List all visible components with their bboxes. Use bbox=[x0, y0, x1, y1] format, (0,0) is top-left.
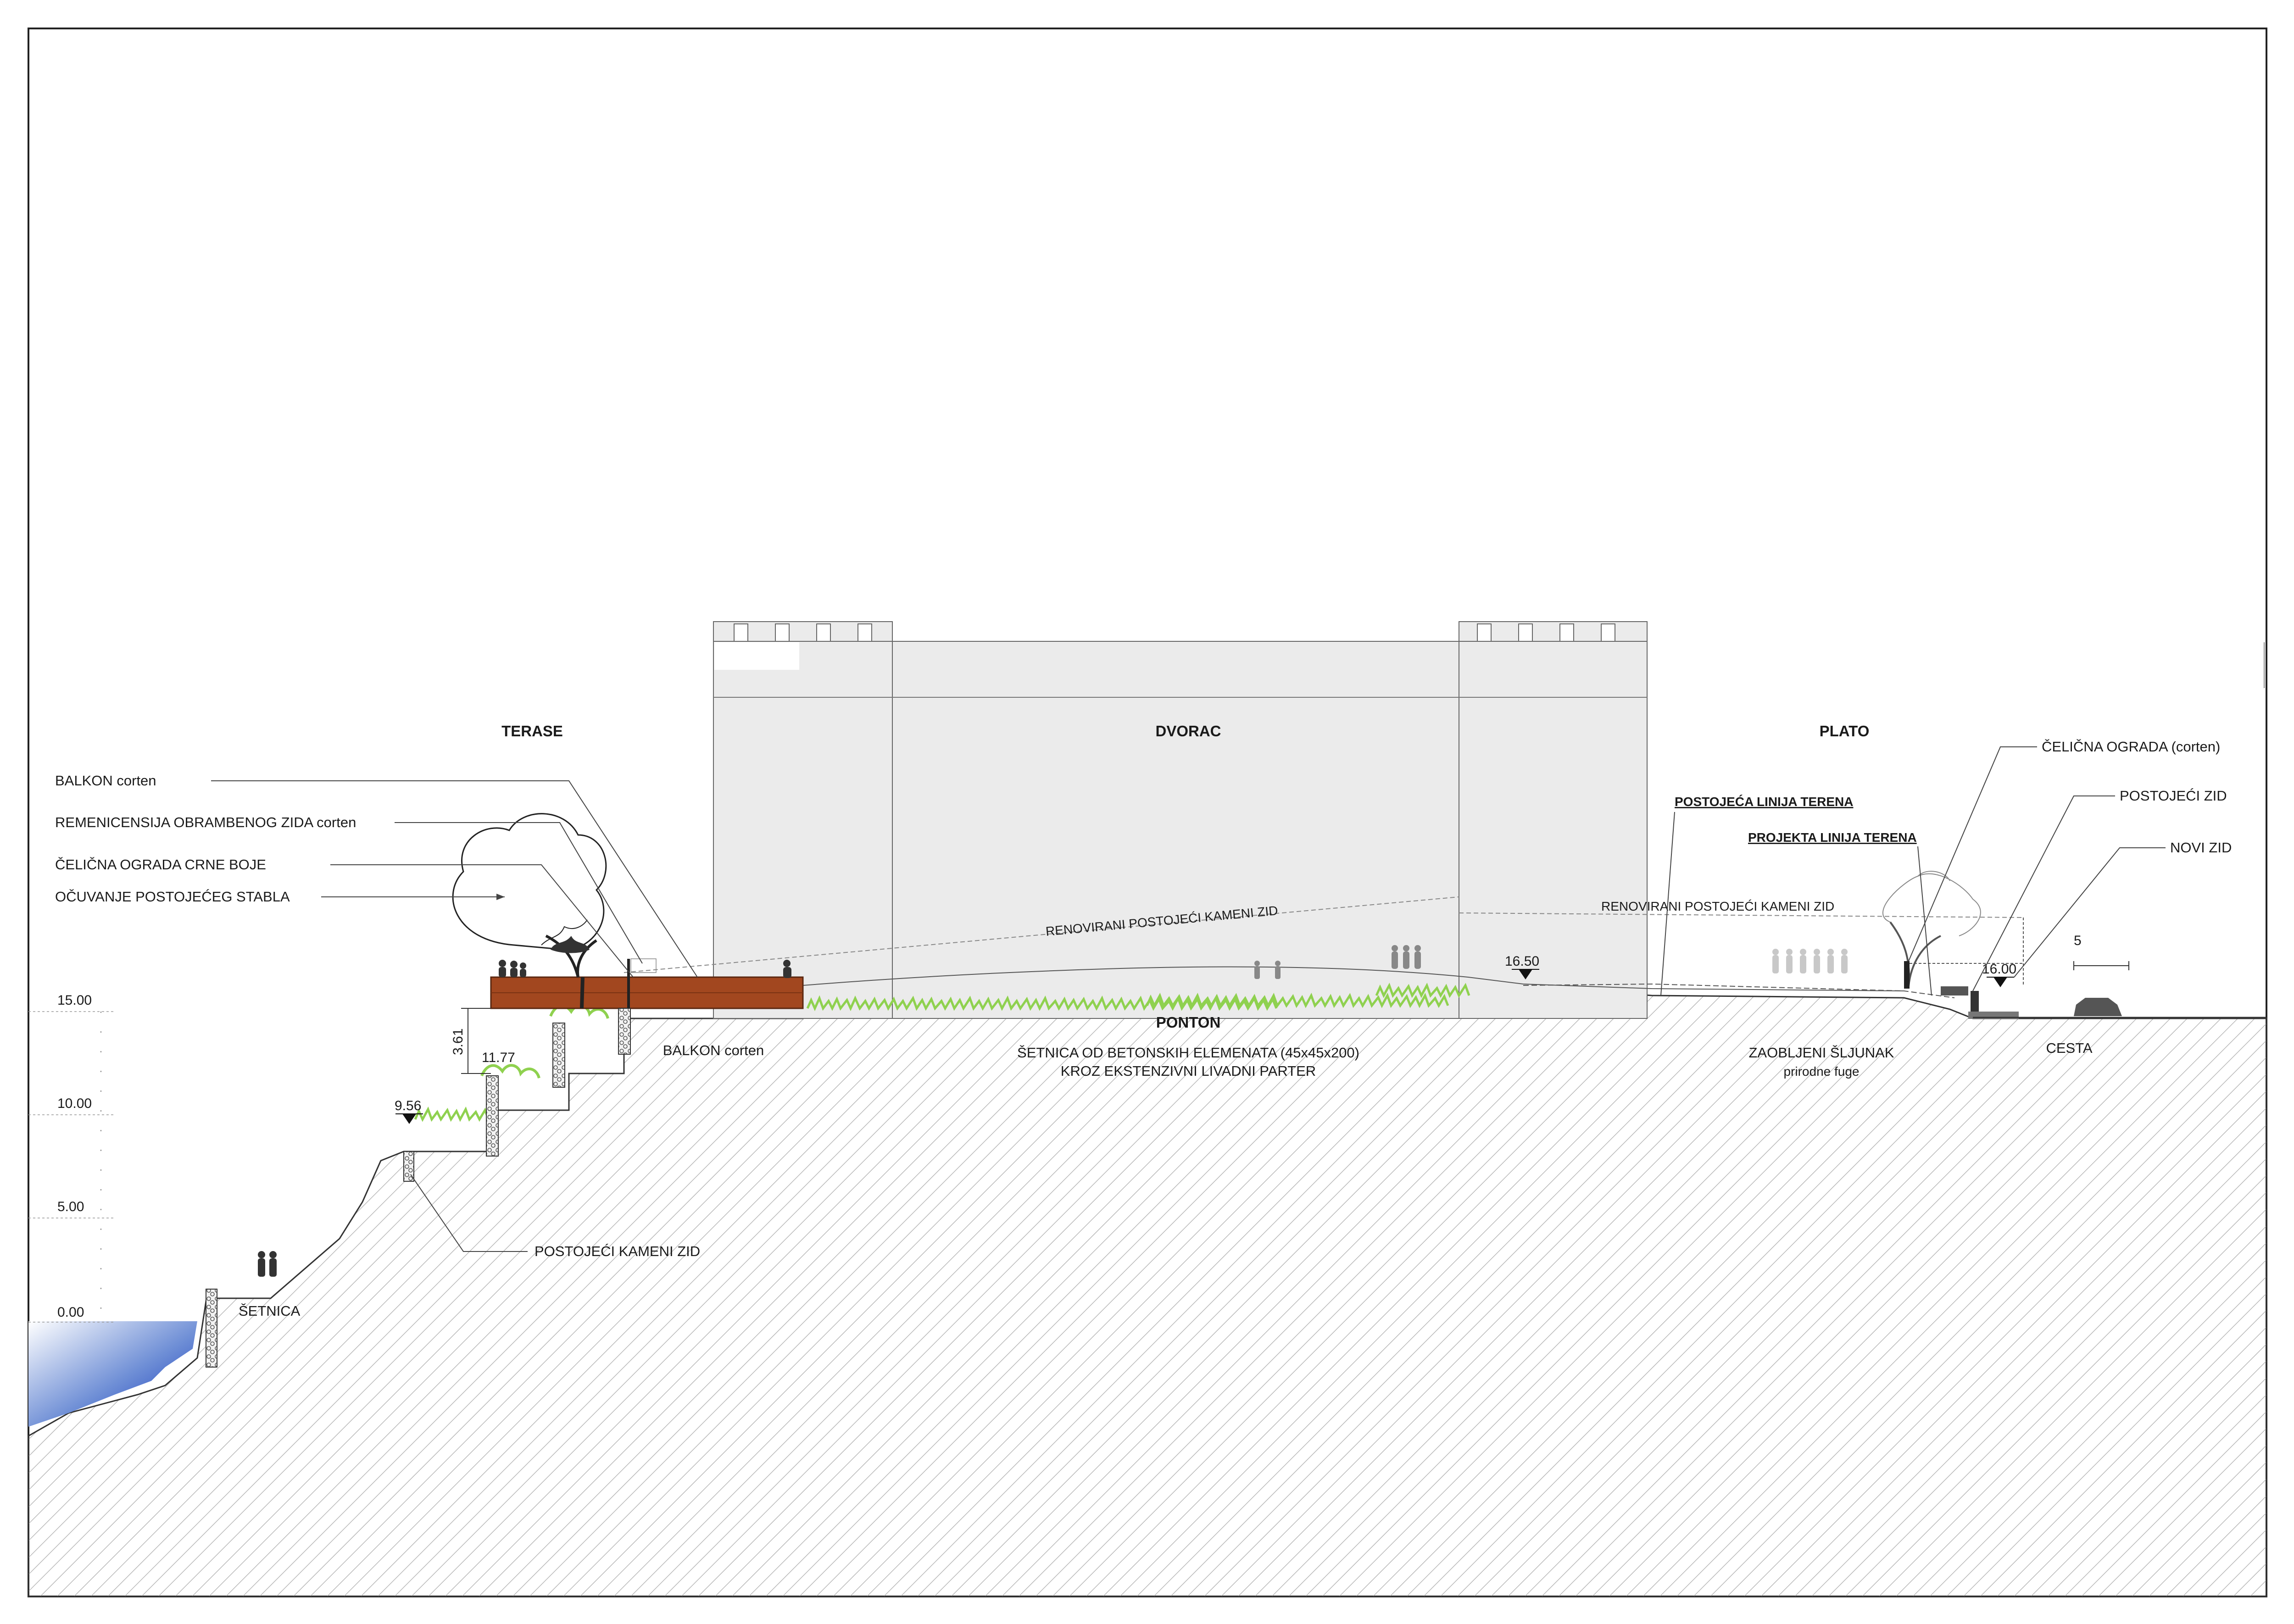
grass bbox=[414, 982, 1470, 1122]
right-tree bbox=[1882, 871, 1981, 987]
water bbox=[28, 1321, 197, 1427]
people-grey bbox=[1254, 945, 1421, 979]
postojeci-kameni-callout: POSTOJEĆI KAMENI ZID bbox=[410, 1174, 700, 1259]
renovated-wall-line bbox=[624, 896, 1459, 973]
callout-balkon: BALKON corten bbox=[55, 773, 156, 789]
stone-wall bbox=[618, 1008, 631, 1055]
scale-label: 10.00 bbox=[57, 1096, 92, 1111]
castle bbox=[713, 621, 1648, 1019]
callout-novi-zid: NOVI ZID bbox=[2170, 840, 2232, 856]
sljunak-line2: prirodne fuge bbox=[1783, 1064, 1859, 1079]
ponton-line1: ŠETNICA OD BETONSKIH ELEMENATA (45x45x20… bbox=[1017, 1045, 1359, 1061]
terrain-labels: POSTOJEĆA LINIJA TERENA PROJEKTA LINIJA … bbox=[1660, 795, 1932, 996]
scale-label: 5.00 bbox=[57, 1199, 84, 1214]
label-postojeca-linija: POSTOJEĆA LINIJA TERENA bbox=[1675, 795, 1853, 809]
dimension-5: 5 bbox=[2074, 933, 2082, 948]
existing-tree bbox=[452, 813, 607, 1009]
stone-wall bbox=[486, 1075, 499, 1157]
renovated-wall-label: RENOVIRANI POSTOJEĆI KAMENI ZID bbox=[1601, 899, 1834, 913]
callout-postojeci-zid: POSTOJEĆI ZID bbox=[2120, 788, 2227, 804]
zone-terase: TERASE bbox=[501, 723, 563, 740]
cesta-label: CESTA bbox=[2046, 1040, 2092, 1056]
callout-stablo: OČUVANJE POSTOJEĆEG STABLA bbox=[55, 889, 290, 905]
elevation-marker: 16.50 bbox=[1505, 954, 1539, 979]
design-terrain-line bbox=[1523, 983, 1955, 998]
zone-plato: PLATO bbox=[1820, 723, 1870, 740]
dimension-361-label: 3.61 bbox=[451, 1029, 466, 1055]
callout-ograda-corten: ČELIČNA OGRADA (corten) bbox=[2042, 739, 2220, 755]
existing-terrain-line bbox=[802, 966, 1904, 991]
ponton-line2: KROZ EKSTENZIVNI LIVADNI PARTER bbox=[1061, 1063, 1316, 1079]
scale-label: 0.00 bbox=[57, 1305, 84, 1320]
elevation-1650: 16.50 bbox=[1505, 954, 1539, 969]
left-callouts: BALKON corten REMENICENSIJA OBRAMBENOG Z… bbox=[55, 773, 698, 978]
people-faint bbox=[1772, 949, 1848, 973]
sljunak-line1: ZAOBLJENI ŠLJUNAK bbox=[1749, 1045, 1894, 1061]
people bbox=[258, 960, 791, 1277]
label-projekta-linija: PROJEKTA LINIJA TERENA bbox=[1748, 830, 1917, 845]
elevation-marker: 9.56 bbox=[395, 1098, 423, 1124]
stone-wall bbox=[206, 1289, 217, 1368]
road-area bbox=[1904, 918, 2266, 1019]
ground-mass bbox=[28, 985, 2267, 1597]
label-postojeci-kameni: POSTOJEĆI KAMENI ZID bbox=[535, 1243, 700, 1259]
elevation-scale: 15.00 10.00 5.00 0.00 bbox=[28, 993, 115, 1323]
scale-label: 15.00 bbox=[57, 993, 92, 1008]
elevation-1177: 11.77 bbox=[482, 1050, 515, 1065]
callout-ograda-crna: ČELIČNA OGRADA CRNE BOJE bbox=[55, 856, 266, 873]
elevation-1600: 16.00 bbox=[1982, 962, 2016, 977]
elevation-956: 9.56 bbox=[395, 1098, 421, 1113]
stone-wall bbox=[552, 1023, 565, 1088]
ponton-title: PONTON bbox=[1156, 1014, 1221, 1031]
zone-dvorac: DVORAC bbox=[1155, 723, 1221, 740]
right-callouts: ČELIČNA OGRADA (corten) POSTOJEĆI ZID NO… bbox=[1908, 739, 2232, 991]
railing bbox=[630, 958, 657, 973]
callout-remenicensija: REMENICENSIJA OBRAMBENOG ZIDA corten bbox=[55, 814, 356, 830]
elevation-marker: 16.00 bbox=[1982, 962, 2016, 987]
balkon-lower-label: BALKON corten bbox=[663, 1042, 764, 1058]
setnica-label: ŠETNICA bbox=[239, 1303, 301, 1319]
dimension-361: 3.61 bbox=[451, 1008, 491, 1074]
stone-wall bbox=[403, 1151, 414, 1182]
renovated-wall-line bbox=[1459, 912, 2024, 918]
